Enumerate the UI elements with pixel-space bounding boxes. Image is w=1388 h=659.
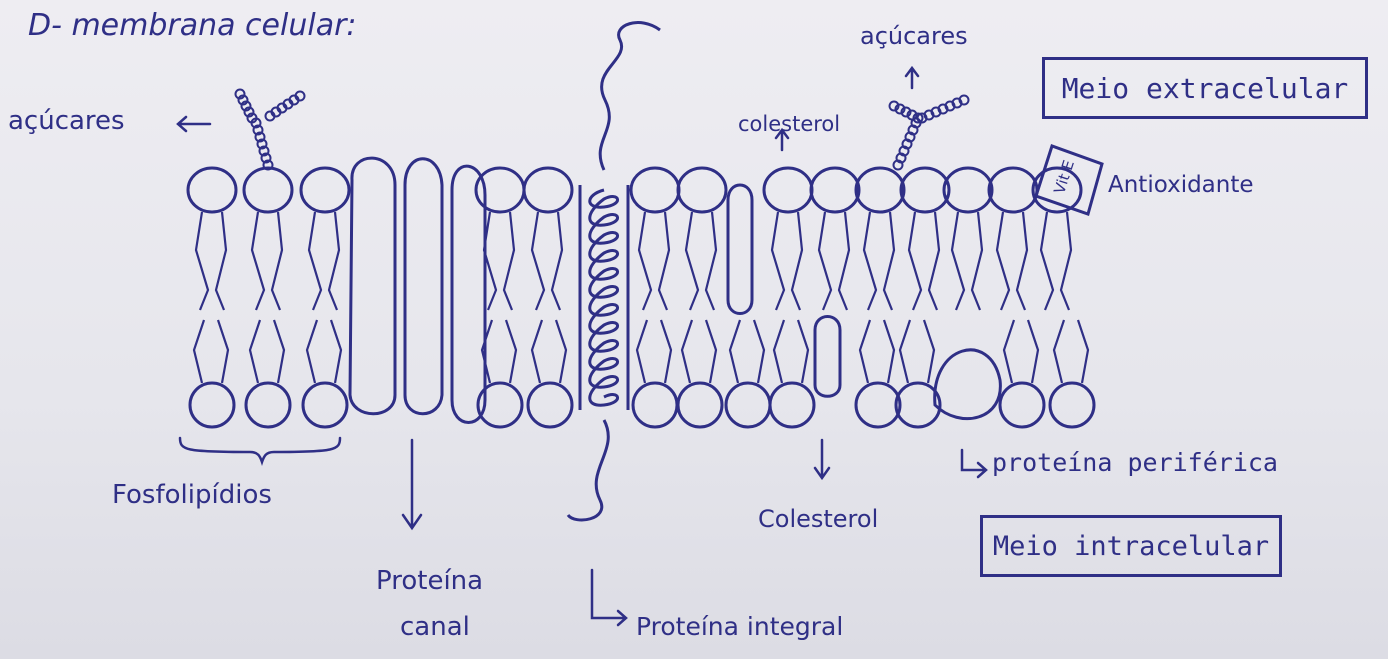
phospholipid-head-bottom (856, 383, 900, 427)
tail (900, 320, 910, 383)
label-acucares-top: açúcares (860, 22, 968, 50)
diagram-title: D- membrana celular: (28, 8, 357, 43)
tail (839, 212, 849, 310)
tail (860, 320, 870, 383)
phospholipid-head-bottom (528, 383, 572, 427)
phospholipid-tails (194, 212, 1088, 383)
label-colesterol-top: colesterol (738, 112, 840, 136)
tail (309, 212, 321, 310)
tail (1078, 320, 1088, 383)
phospholipid-head-top (764, 168, 812, 212)
box-meio-intracelular: Meio intracelular (980, 515, 1282, 577)
tail (864, 212, 876, 310)
label-proteina-periferica: proteína periférica (992, 448, 1278, 477)
tail (1061, 212, 1071, 310)
phospholipid-head-bottom (726, 383, 770, 427)
phospholipid-head-top (944, 168, 992, 212)
tail (754, 320, 764, 383)
phospholipid-head-top (811, 168, 859, 212)
phospholipid-head-bottom (896, 383, 940, 427)
tail (1054, 320, 1064, 383)
phospholipid-head-top (188, 168, 236, 212)
tail (504, 212, 514, 310)
tail (909, 212, 921, 310)
phospholipid-head-top (631, 168, 679, 212)
tail (924, 320, 934, 383)
phospholipid-head-bottom (303, 383, 347, 427)
phospholipid-head-top (856, 168, 904, 212)
tail (329, 212, 339, 310)
peripheral-protein (935, 350, 1001, 419)
tail (972, 212, 982, 310)
label-proteina-canal-1: Proteína (376, 566, 483, 596)
tail (952, 212, 964, 310)
tail (532, 320, 542, 383)
bottom-phospholipid-heads (190, 383, 1094, 427)
tail (884, 212, 894, 310)
tail (274, 320, 284, 383)
tail (194, 320, 204, 383)
top-phospholipid-heads (188, 168, 1081, 212)
phospholipid-head-top (476, 168, 524, 212)
tail (706, 320, 716, 383)
phospholipid-head-bottom (246, 383, 290, 427)
tail (798, 320, 808, 383)
tail (929, 212, 939, 310)
tail (730, 320, 740, 383)
phospholipid-head-top (244, 168, 292, 212)
phospholipid-head-top (524, 168, 572, 212)
tail (216, 212, 226, 310)
phospholipid-head-top (678, 168, 726, 212)
tail (659, 212, 669, 310)
tail (1028, 320, 1038, 383)
tail (682, 320, 692, 383)
phospholipid-head-bottom (770, 383, 814, 427)
label-proteina-canal-2: canal (400, 612, 470, 642)
tail (272, 212, 282, 310)
tail (1004, 320, 1014, 383)
phospholipid-head-bottom (678, 383, 722, 427)
tail (884, 320, 894, 383)
tail (706, 212, 716, 310)
label-antioxidante: Antioxidante (1108, 172, 1254, 198)
phospholipid-head-top (989, 168, 1037, 212)
tail (252, 212, 264, 310)
tail (637, 320, 647, 383)
tail (997, 212, 1009, 310)
label-colesterol-bottom: Colesterol (758, 505, 878, 533)
tail (506, 320, 516, 383)
tail (686, 212, 698, 310)
phospholipid-head-top (901, 168, 949, 212)
tail (772, 212, 784, 310)
phospholipid-head-bottom (633, 383, 677, 427)
tail (556, 320, 566, 383)
box-meio-extracelular: Meio extracelular (1042, 57, 1368, 119)
tail (639, 212, 651, 310)
phospholipid-head-bottom (1000, 383, 1044, 427)
tail (819, 212, 831, 310)
tail (250, 320, 260, 383)
tail (532, 212, 544, 310)
tail (1017, 212, 1027, 310)
channel-protein (350, 158, 485, 422)
label-acucares-left: açúcares (8, 106, 125, 136)
tail (196, 212, 208, 310)
tail (552, 212, 562, 310)
tail (661, 320, 671, 383)
tail (1041, 212, 1053, 310)
sugar-chains (236, 90, 969, 170)
phospholipid-head-bottom (190, 383, 234, 427)
tail (218, 320, 228, 383)
tail (774, 320, 784, 383)
label-fosfolipidios: Fosfolipídios (112, 480, 272, 510)
tail (792, 212, 802, 310)
phospholipid-head-bottom (1050, 383, 1094, 427)
tail (307, 320, 317, 383)
phospholipid-head-top (301, 168, 349, 212)
tail (331, 320, 341, 383)
label-proteina-integral: Proteína integral (636, 612, 843, 641)
label-arrows (178, 68, 986, 625)
